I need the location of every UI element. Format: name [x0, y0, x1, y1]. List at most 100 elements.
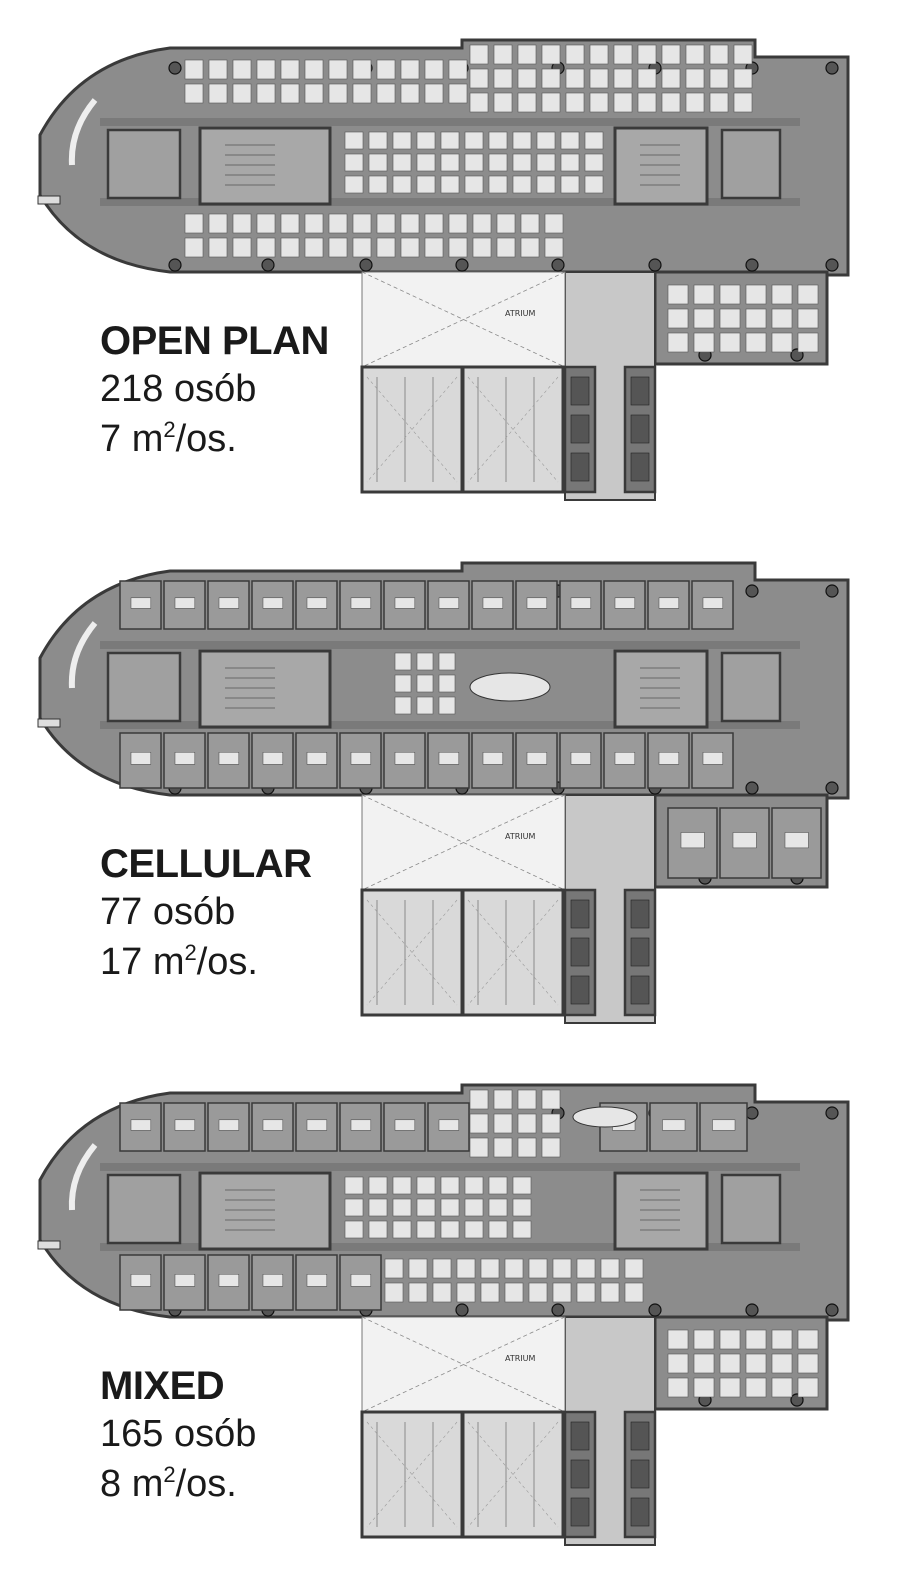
desk: [448, 213, 468, 234]
desk: [517, 1089, 537, 1110]
lift-car: [570, 452, 590, 482]
desk: [512, 1220, 532, 1239]
desk: [262, 752, 284, 765]
desk: [584, 175, 604, 194]
toilet-core: [106, 651, 182, 723]
desk: [392, 1220, 412, 1239]
stair-core: [613, 649, 709, 729]
desk: [712, 1119, 736, 1131]
desk: [280, 83, 300, 104]
desk: [208, 213, 228, 234]
desk: [719, 332, 741, 353]
column: [745, 1303, 759, 1317]
desk: [456, 1258, 476, 1279]
column: [745, 258, 759, 272]
atrium-cross: [361, 794, 566, 891]
column: [825, 584, 839, 598]
plan-caption: OPEN PLAN 218 osób 7 m2/os.: [100, 318, 329, 464]
desk: [493, 92, 513, 113]
desk: [408, 1258, 428, 1279]
shaft-cross: [366, 899, 458, 1006]
column: [825, 61, 839, 75]
office-cell: [383, 580, 426, 630]
desk: [262, 1119, 284, 1131]
desk: [693, 284, 715, 305]
desk: [771, 1353, 793, 1374]
desk: [504, 1282, 524, 1303]
desk: [130, 752, 152, 765]
desk: [448, 237, 468, 258]
desk: [174, 597, 196, 609]
lift-car: [630, 414, 650, 444]
desk: [600, 1282, 620, 1303]
desk: [368, 175, 388, 194]
desk: [496, 237, 516, 258]
desk: [576, 1258, 596, 1279]
shaft-cross: [366, 899, 458, 1006]
desk: [280, 237, 300, 258]
shaft-cross: [467, 376, 559, 483]
desk: [685, 68, 705, 89]
desk: [280, 59, 300, 80]
desk: [424, 237, 444, 258]
desk: [709, 44, 729, 65]
desk: [218, 1119, 240, 1131]
desk: [745, 1353, 767, 1374]
desk: [174, 1119, 196, 1131]
desk: [488, 153, 508, 172]
desk: [667, 1377, 689, 1398]
desk: [304, 237, 324, 258]
desk: [693, 1377, 715, 1398]
lift-car: [630, 975, 650, 1005]
desk: [464, 131, 484, 150]
desk: [512, 1176, 532, 1195]
desk: [306, 752, 328, 765]
desk: [624, 1258, 644, 1279]
lift-car: [630, 376, 650, 406]
desk: [565, 92, 585, 113]
desk: [376, 59, 396, 80]
desk: [733, 92, 753, 113]
desk: [408, 1282, 428, 1303]
desk: [464, 175, 484, 194]
desk: [306, 1274, 328, 1287]
desk: [517, 68, 537, 89]
lift-car: [570, 1497, 590, 1527]
desk: [184, 237, 204, 258]
desk: [456, 1282, 476, 1303]
desk: [661, 68, 681, 89]
desk: [667, 308, 689, 329]
desk: [184, 83, 204, 104]
bow-bench: [68, 621, 98, 689]
lift-car: [630, 1421, 650, 1451]
desk: [344, 175, 364, 194]
desk: [262, 1274, 284, 1287]
lift-car: [630, 1497, 650, 1527]
desk: [376, 237, 396, 258]
desk: [570, 597, 592, 609]
desk: [493, 44, 513, 65]
desk: [797, 332, 819, 353]
desk: [256, 83, 276, 104]
desk: [352, 83, 372, 104]
desk: [504, 1258, 524, 1279]
bow-bench: [68, 98, 98, 166]
shaft-cross: [467, 1421, 559, 1528]
desk: [400, 237, 420, 258]
desk: [517, 1113, 537, 1134]
stair-core: [198, 649, 332, 729]
desk: [541, 1113, 561, 1134]
desk: [693, 1353, 715, 1374]
desk: [552, 1282, 572, 1303]
desk: [469, 1137, 489, 1158]
desk: [262, 597, 284, 609]
desk: [392, 1176, 412, 1195]
desk: [797, 284, 819, 305]
desk: [526, 597, 548, 609]
desk: [130, 597, 152, 609]
desk: [392, 131, 412, 150]
shaft-cross: [467, 899, 559, 1006]
corridor: [100, 641, 800, 649]
desk: [613, 44, 633, 65]
desk: [416, 652, 434, 671]
